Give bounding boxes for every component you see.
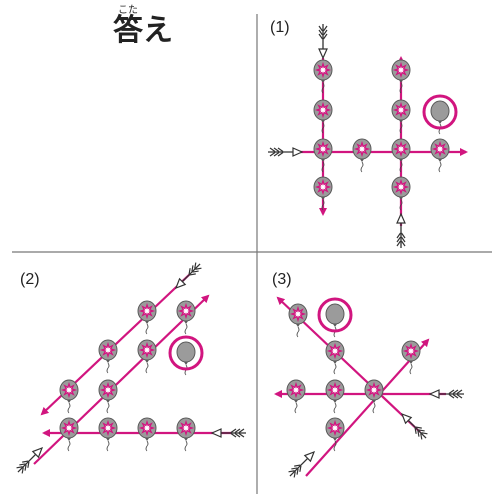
pop-burst-icon (392, 140, 410, 158)
popped-balloon-icon (286, 379, 306, 414)
panel-2-path-diagonal-lower (33, 294, 210, 465)
dart-arrow-icon (396, 212, 406, 248)
popped-balloon-icon (98, 379, 118, 414)
popped-balloon-icon (137, 417, 157, 452)
pop-burst-icon (392, 101, 410, 119)
pop-burst-icon (314, 101, 332, 119)
popped-balloon-icon (391, 99, 411, 134)
title: 答え (113, 13, 173, 48)
dart-arrow-icon (428, 389, 464, 399)
pop-burst-icon (138, 419, 156, 437)
popped-balloon-icon (430, 138, 450, 173)
pop-burst-icon (326, 342, 344, 360)
popped-balloon-icon (59, 417, 79, 452)
pop-burst-icon (289, 305, 307, 323)
pop-burst-icon (99, 341, 117, 359)
popped-balloon-icon (401, 340, 421, 375)
balloon-icon (317, 297, 353, 338)
balloons (59, 59, 458, 452)
panel-1-label: (1) (270, 19, 290, 36)
pop-burst-icon (353, 140, 371, 158)
dart-arrow-icon (268, 147, 304, 157)
popped-balloon-icon (352, 138, 372, 173)
popped-balloon-icon (176, 417, 196, 452)
pop-burst-icon (365, 381, 383, 399)
pop-burst-icon (431, 140, 449, 158)
pop-burst-icon (60, 381, 78, 399)
pop-burst-icon (392, 178, 410, 196)
arrow-icons (16, 24, 464, 478)
popped-balloon-icon (391, 176, 411, 211)
answer-circle (317, 297, 353, 333)
popped-balloon-icon (313, 176, 333, 211)
popped-balloon-icon (176, 300, 196, 335)
dart-arrow-icon (210, 428, 246, 438)
dart-arrow-icon (288, 450, 316, 478)
pop-burst-icon (177, 302, 195, 320)
pop-burst-icon (326, 381, 344, 399)
popped-balloon-icon (364, 379, 384, 414)
pop-burst-icon (402, 342, 420, 360)
pop-burst-icon (392, 61, 410, 79)
balloon-icon (168, 335, 204, 376)
dart-arrow-icon (318, 24, 328, 60)
pop-burst-icon (177, 419, 195, 437)
dart-arrow-icon (174, 262, 202, 290)
popped-balloon-icon (313, 99, 333, 134)
popped-balloon-icon (391, 138, 411, 173)
panel-3-path-diagonal-up (305, 338, 430, 477)
pop-burst-icon (138, 341, 156, 359)
panel-2-label: (2) (20, 271, 40, 288)
answer-circle (422, 94, 458, 130)
dart-arrow-icon (16, 446, 44, 474)
pop-burst-icon (60, 419, 78, 437)
panel-3-label: (3) (272, 271, 292, 288)
title-ruby: こた (118, 4, 138, 16)
popped-balloon-icon (288, 303, 308, 338)
pop-burst-icon (314, 178, 332, 196)
pop-burst-icon (287, 381, 305, 399)
pop-burst-icon (314, 61, 332, 79)
popped-balloon-icon (137, 339, 157, 374)
dart-arrow-icon (400, 412, 428, 440)
pop-burst-icon (99, 381, 117, 399)
pop-burst-icon (326, 419, 344, 437)
popped-balloon-icon (325, 379, 345, 414)
pop-burst-icon (314, 140, 332, 158)
popped-balloon-icon (313, 59, 333, 94)
answer-circle (168, 335, 204, 371)
pop-burst-icon (99, 419, 117, 437)
popped-balloon-icon (98, 417, 118, 452)
popped-balloon-icon (137, 300, 157, 335)
balloon-icon (422, 94, 458, 135)
pop-burst-icon (138, 302, 156, 320)
popped-balloon-icon (313, 138, 333, 173)
popped-balloon-icon (325, 340, 345, 375)
popped-balloon-icon (98, 339, 118, 374)
popped-balloon-icon (325, 417, 345, 452)
popped-balloon-icon (391, 59, 411, 94)
popped-balloon-icon (59, 379, 79, 414)
